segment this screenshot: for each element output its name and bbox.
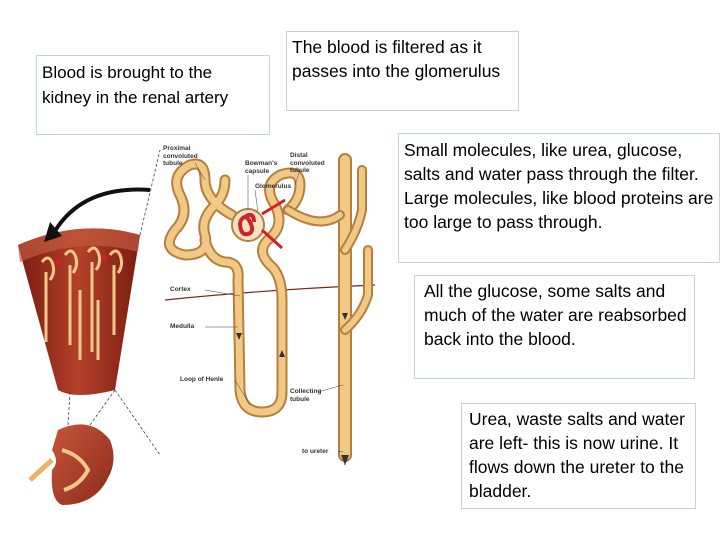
label-text: capsule xyxy=(245,167,270,175)
label-text: tubule xyxy=(163,160,183,167)
label-text: tubule xyxy=(290,395,310,403)
label-text: tubule xyxy=(290,167,310,174)
label-bowmans-capsule: Bowman's capsule xyxy=(245,160,277,175)
label-glomerulus: Glomerulus xyxy=(255,183,292,190)
zoom-lines xyxy=(67,149,161,456)
label-medulla: Medulla xyxy=(170,323,195,330)
label-collecting-tubule: Collecting tubule xyxy=(290,388,321,403)
label-text: convoluted xyxy=(163,152,198,160)
label-distal-tubule: Distal convoluted tubule xyxy=(290,152,325,175)
callout-urine: Urea, waste salts and water are left- th… xyxy=(461,403,696,509)
label-cortex: Cortex xyxy=(170,286,191,293)
nephron-tubule xyxy=(163,153,373,462)
callout-filter: Small molecules, like urea, glucose, sal… xyxy=(398,133,720,263)
callout-glomerulus: The blood is filtered as it passes into … xyxy=(286,31,519,111)
curved-arrow-icon xyxy=(44,187,151,242)
label-text: Bowman's xyxy=(245,160,278,167)
callout-renal-artery: Blood is brought to the kidney in the re… xyxy=(36,55,270,135)
label-text: Distal xyxy=(290,152,308,159)
label-proximal-tubule: Proximal convoluted tubule xyxy=(163,145,198,168)
label-loop-of-henle: Loop of Henle xyxy=(180,376,224,383)
kidney-tissue-section xyxy=(18,228,140,395)
label-text: convoluted xyxy=(290,159,325,167)
label-to-ureter: to ureter xyxy=(302,448,329,455)
label-text: Proximal xyxy=(163,145,191,152)
callout-reabsorption: All the glucose, some salts and much of … xyxy=(414,275,695,379)
label-text: Collecting xyxy=(290,388,322,395)
kidney-icon xyxy=(28,424,114,505)
